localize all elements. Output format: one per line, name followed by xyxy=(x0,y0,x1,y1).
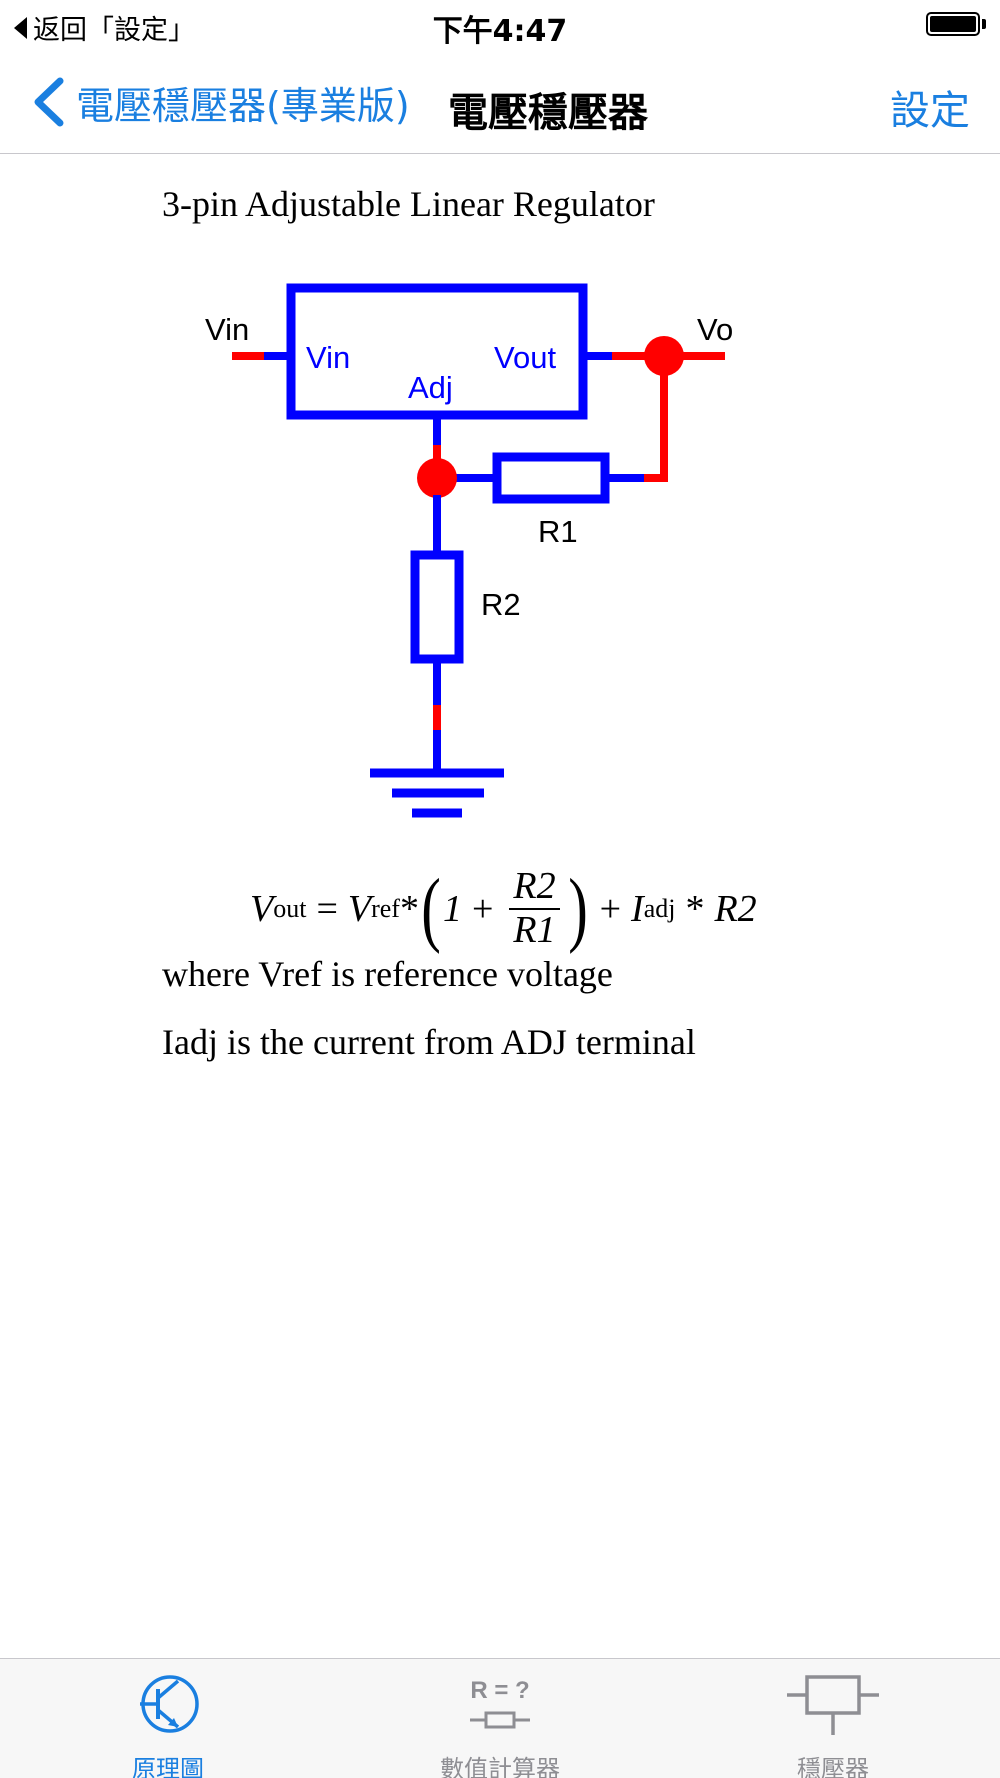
formula-one: 1 xyxy=(442,888,462,930)
formula-left-paren: ( xyxy=(421,862,441,955)
status-back-to-app[interactable]: 返回「設定」 xyxy=(14,8,195,47)
adj-node xyxy=(417,458,457,498)
formula-denominator: R1 xyxy=(513,909,556,951)
tab-calculator[interactable]: R = ? 數值計算器 xyxy=(400,1659,600,1778)
description-line-2: Iadj is the current from ADJ terminal xyxy=(162,1022,696,1062)
r2-label: R2 xyxy=(481,587,521,622)
nav-back-button[interactable]: 電壓穩壓器(專業版) xyxy=(28,75,410,129)
formula-ref-sub: ref xyxy=(371,894,400,923)
formula-equals: = xyxy=(316,888,338,930)
vo-external-label: Vo xyxy=(697,312,733,347)
formula-mul-2: * xyxy=(685,888,705,930)
formula-vref-v: V xyxy=(347,888,372,930)
vout-pin-label: Vout xyxy=(494,340,556,375)
circuit-diagram: Vin Vo Vin Vout Adj R1 R2 xyxy=(205,283,733,818)
vin-pin-label: Vin xyxy=(306,340,350,375)
formula-plus-2: + xyxy=(599,888,622,930)
page-title: 電壓穩壓器 xyxy=(448,90,648,136)
formula-fraction: R2 R1 xyxy=(509,865,560,952)
formula-adj-sub: adj xyxy=(643,894,676,923)
formula-plus-1: + xyxy=(471,888,494,930)
status-bar: 返回「設定」 下午4:47 xyxy=(0,0,1000,50)
resistor-r1 xyxy=(492,452,610,504)
formula-out-sub: out xyxy=(273,894,307,923)
tab-regulator-label: 穩壓器 xyxy=(797,1755,869,1778)
tab-regulator[interactable]: 穩壓器 xyxy=(733,1659,933,1778)
vin-external-label: Vin xyxy=(205,312,249,347)
formula-numerator: R2 xyxy=(509,865,560,910)
r1-label: R1 xyxy=(538,514,578,549)
tab-calculator-label: 數值計算器 xyxy=(440,1755,560,1778)
status-time: 下午4:47 xyxy=(432,14,568,49)
circuit-title: 3-pin Adjustable Linear Regulator xyxy=(162,184,655,224)
settings-button[interactable]: 設定 xyxy=(890,88,970,134)
navigation-bar: 電壓穩壓器(專業版) 電壓穩壓器 設定 xyxy=(0,50,1000,154)
status-back-label: 返回「設定」 xyxy=(33,15,195,46)
resistor-calculator-text: R = ? xyxy=(470,1677,529,1704)
formula-mul-1: * xyxy=(399,888,419,930)
battery-icon xyxy=(926,12,986,36)
content-area: 3-pin Adjustable Linear Regulator xyxy=(0,155,1000,1658)
chevron-left-icon xyxy=(34,77,64,127)
formula-i: I xyxy=(631,888,644,930)
adj-pin-label: Adj xyxy=(408,370,453,405)
resistor-calculator-icon: R = ? xyxy=(470,1677,530,1729)
tab-bar: 原理圖 R = ? 數值計算器 穩壓器 xyxy=(0,1658,1000,1778)
tab-schematic-label: 原理圖 xyxy=(132,1755,204,1778)
tab-schematic[interactable]: 原理圖 xyxy=(68,1659,268,1778)
description-line-1: where Vref is reference voltage xyxy=(162,954,613,994)
formula-right-paren: ) xyxy=(567,862,588,955)
nav-back-label: 電壓穩壓器(專業版) xyxy=(76,83,410,128)
formula-v: V xyxy=(250,888,274,930)
ground-symbol xyxy=(370,768,504,818)
regulator-icon xyxy=(787,1675,879,1735)
back-triangle-icon xyxy=(14,16,27,39)
formula-r2: R2 xyxy=(714,888,757,930)
transistor-icon xyxy=(140,1675,199,1733)
resistor-r2 xyxy=(410,550,464,664)
